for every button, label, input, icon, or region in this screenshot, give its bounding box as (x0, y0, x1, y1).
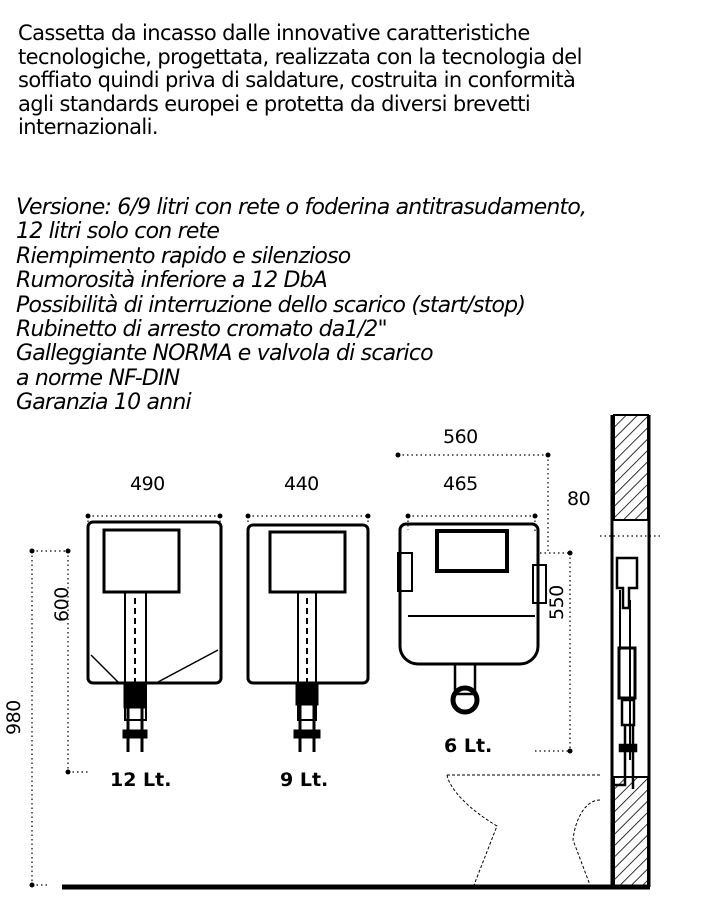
cistern-9l (246, 523, 370, 752)
dim-height-6: 550 (546, 585, 568, 620)
label-6l: 6 Lt. (444, 735, 492, 757)
intro-line: agli standards europei e protetta da div… (18, 91, 531, 116)
intro-line: soffiato quindi priva di saldature, cost… (18, 68, 576, 92)
feature-line: Rumorosità inferiore a 12 DbA (16, 268, 328, 294)
dim-width-6-outer: 560 (443, 426, 478, 448)
feature-line: Possibilità di interruzione dello scaric… (16, 292, 526, 318)
intro-paragraph: Cassetta da incasso dalle innovative car… (18, 21, 582, 140)
intro-line: tecnologiche, progettata, realizzata con… (18, 44, 582, 69)
cistern-12l (86, 520, 223, 752)
label-9l: 9 Lt. (280, 769, 328, 791)
label-12l: 12 Lt. (110, 769, 171, 791)
dim-width-12: 490 (130, 473, 165, 495)
features-list: Versione: 6/9 litri con rete o foderina … (16, 195, 587, 416)
feature-line: Garanzia 10 anni (16, 390, 192, 416)
cistern-side-view (615, 556, 639, 789)
feature-line: Rubinetto di arresto cromato da1/2" (16, 317, 388, 343)
dim-width-9: 440 (284, 473, 319, 495)
dim-depth: 80 (567, 488, 590, 510)
feature-line: 12 litri solo con rete (16, 219, 220, 245)
feature-line: Galleggiante NORMA e valvola di scarico (16, 341, 434, 367)
toilet-outline (446, 774, 601, 886)
wall-section (610, 414, 651, 888)
feature-line: a norme NF-DIN (16, 365, 180, 391)
dim-total-height: 980 (3, 700, 25, 735)
dimension-arrows (29, 452, 573, 888)
dim-height-12: 600 (51, 587, 73, 622)
intro-line: Cassetta da incasso dalle innovative car… (18, 21, 530, 45)
intro-line: internazionali. (18, 115, 159, 139)
dimension-lines (31, 454, 660, 886)
feature-line: Riempimento rapido e silenzioso (16, 243, 351, 269)
feature-line: Versione: 6/9 litri con rete o foderina … (16, 195, 587, 220)
cistern-6l (397, 522, 547, 715)
dim-width-6: 465 (443, 473, 478, 495)
